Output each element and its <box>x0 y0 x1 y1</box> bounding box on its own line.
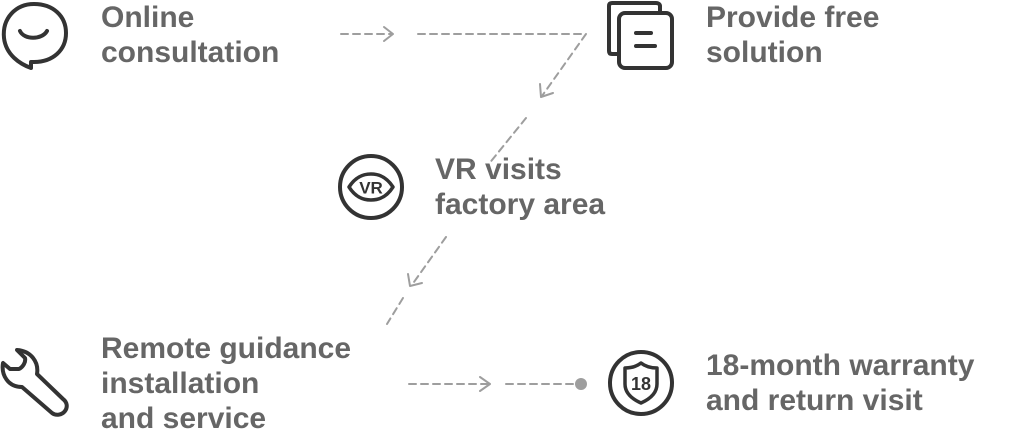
step-label-remote-guidance: Remote guidance installation and service <box>101 332 352 435</box>
svg-text:VR: VR <box>359 179 383 198</box>
svg-text:18: 18 <box>631 374 651 394</box>
step-label-warranty: 18-month warranty and return visit <box>706 349 975 417</box>
connector-4-arrowhead <box>479 376 491 392</box>
step-label-free-solution: Provide free solution <box>706 1 880 69</box>
connector-3-upper <box>413 236 447 283</box>
connector-3-lower <box>386 297 404 325</box>
step-label-online-consultation: Online consultation <box>101 1 280 69</box>
connector-2-lower <box>487 117 527 166</box>
connector-2-arrowhead <box>539 83 554 98</box>
chat-bubble-smile-icon <box>1 2 68 70</box>
wrench-icon <box>0 348 69 417</box>
connector-1-arrowhead <box>383 26 394 42</box>
vr-eye-icon: VR <box>338 154 404 220</box>
connector-2-upper <box>541 33 587 97</box>
document-stack-icon <box>607 1 674 70</box>
connector-4-end-dot <box>575 378 587 390</box>
shield-18-icon: 18 <box>608 350 674 416</box>
connector-3-arrowhead <box>407 273 423 287</box>
step-label-vr-visit: VR visits factory area <box>435 153 606 221</box>
